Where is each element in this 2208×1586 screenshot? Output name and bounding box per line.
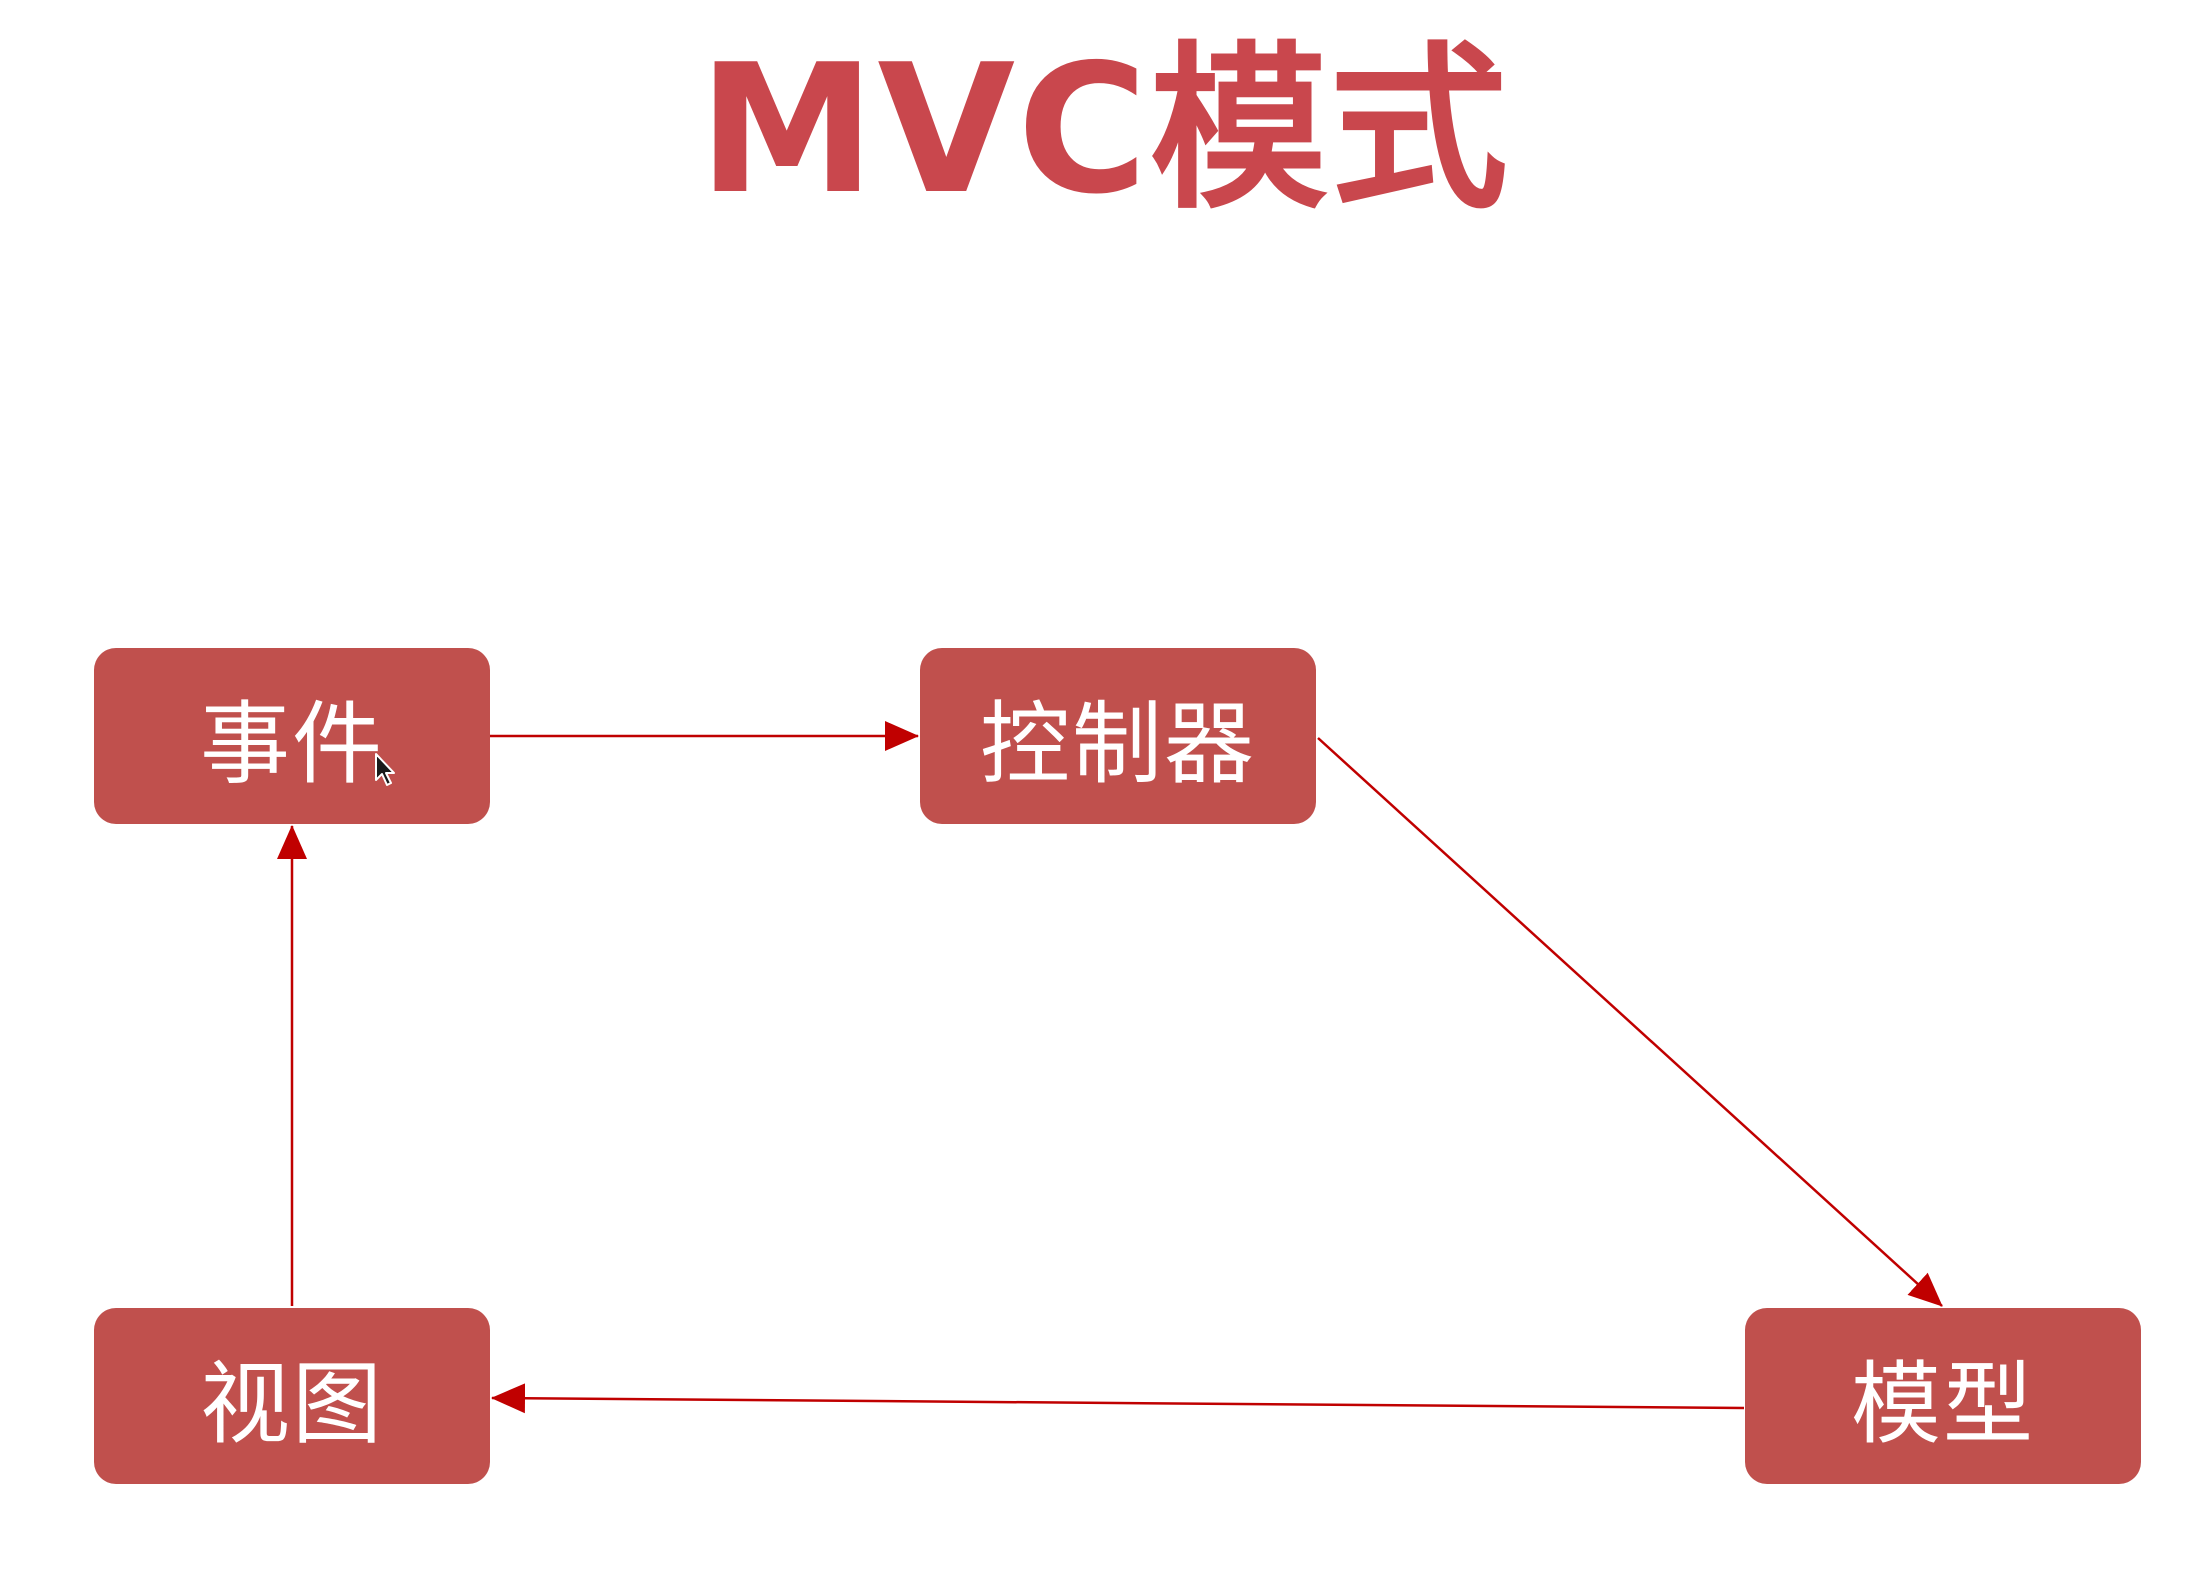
node-view: 视图	[94, 1308, 490, 1484]
node-model: 模型	[1745, 1308, 2141, 1484]
node-event: 事件	[94, 648, 490, 824]
node-event-label: 事件	[200, 692, 384, 797]
edge-controller-to-model	[1317, 737, 1943, 1307]
node-view-label: 视图	[200, 1352, 384, 1457]
page-title: MVC模式	[698, 26, 1510, 233]
edge-model-to-view	[491, 1383, 1745, 1414]
mouse-pointer-icon	[375, 753, 395, 786]
node-controller: 控制器	[920, 648, 1316, 824]
node-controller-label: 控制器	[980, 692, 1256, 797]
node-model-label: 模型	[1851, 1352, 2035, 1457]
